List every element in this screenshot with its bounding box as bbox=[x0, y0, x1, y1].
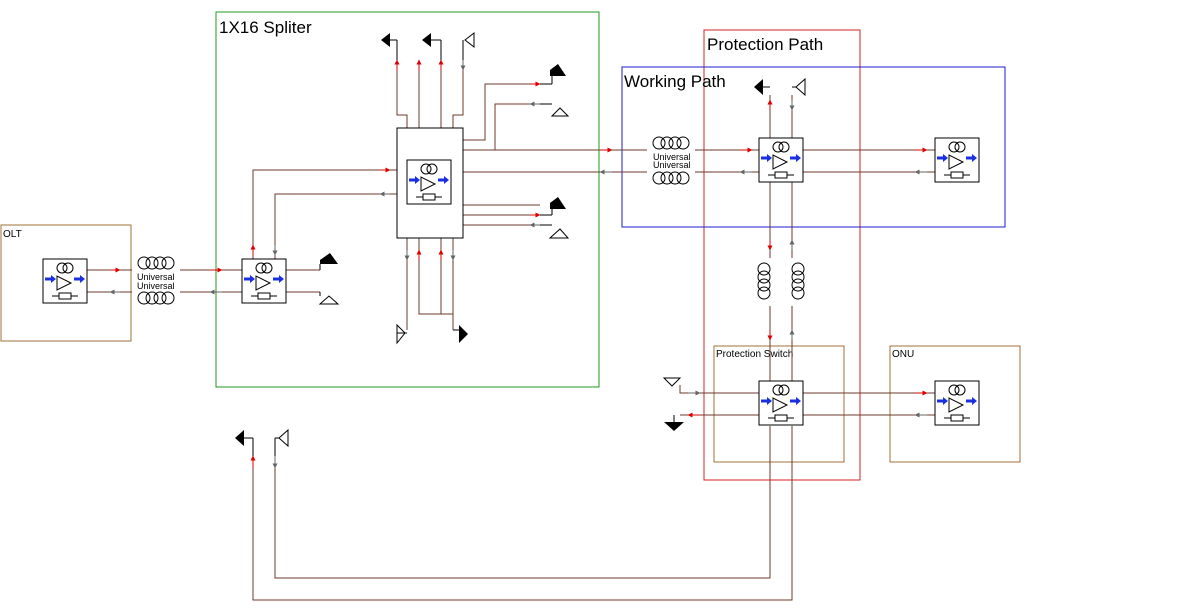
protection-switch-amplifier-component[interactable] bbox=[757, 379, 805, 427]
tx-flag-icon bbox=[664, 415, 684, 431]
working-end-amplifier-component[interactable] bbox=[933, 136, 981, 184]
working-path-label: Working Path bbox=[624, 72, 726, 91]
protection-switch-label: Protection Switch bbox=[716, 349, 793, 360]
splitter-label: 1X16 Spliter bbox=[219, 18, 312, 37]
wires bbox=[87, 60, 936, 601]
olt-region bbox=[0, 224, 132, 342]
rx-flag-icon bbox=[462, 31, 475, 60]
rx-flag-icon bbox=[540, 103, 570, 117]
rx-flag-icon bbox=[792, 77, 806, 97]
protection-switch-region bbox=[713, 345, 845, 463]
rx-flag-icon bbox=[274, 428, 289, 456]
tx-flag-icon bbox=[453, 325, 468, 343]
tx-flag-icon bbox=[540, 197, 566, 216]
fiber-coil-working[interactable]: Universal Universal bbox=[647, 136, 695, 188]
onu-label: ONU bbox=[892, 349, 914, 360]
rx-flag-icon bbox=[396, 323, 407, 345]
rx-flag-icon bbox=[540, 224, 570, 239]
working-path-amplifier-component[interactable] bbox=[757, 136, 805, 184]
splitter-input-amplifier-component[interactable] bbox=[240, 257, 288, 305]
fiber-label-1: Universal bbox=[137, 272, 175, 282]
tx-flag-icon bbox=[540, 64, 566, 85]
fiber-coil-protection[interactable] bbox=[755, 258, 807, 306]
splitter-core-amplifier-component[interactable] bbox=[405, 158, 453, 206]
fiber-coil-olt[interactable]: Universal Universal bbox=[132, 255, 180, 307]
rx-flag-icon bbox=[662, 377, 682, 387]
tx-flag-icon bbox=[381, 33, 398, 60]
protection-path-label: Protection Path bbox=[707, 35, 823, 54]
onu-amplifier-component[interactable] bbox=[933, 379, 981, 427]
tx-flag-icon bbox=[319, 253, 338, 270]
terminal-flags bbox=[235, 31, 806, 456]
fiber-label-4: Universal bbox=[653, 160, 691, 170]
olt-amplifier-component[interactable] bbox=[41, 257, 89, 305]
fiber-label-3: Universal bbox=[653, 152, 691, 162]
tx-flag-icon bbox=[422, 33, 442, 60]
rx-flag-icon bbox=[318, 292, 340, 305]
tx-flag-icon bbox=[754, 79, 770, 95]
protection-path-region bbox=[703, 29, 861, 481]
olt-label: OLT bbox=[3, 229, 22, 240]
splitter-region bbox=[215, 11, 600, 388]
onu-region bbox=[889, 345, 1021, 463]
port-arrows bbox=[109, 59, 928, 469]
tx-flag-icon bbox=[235, 430, 254, 456]
working-path-region bbox=[621, 66, 1006, 228]
fiber-label-2: Universal bbox=[137, 281, 175, 291]
